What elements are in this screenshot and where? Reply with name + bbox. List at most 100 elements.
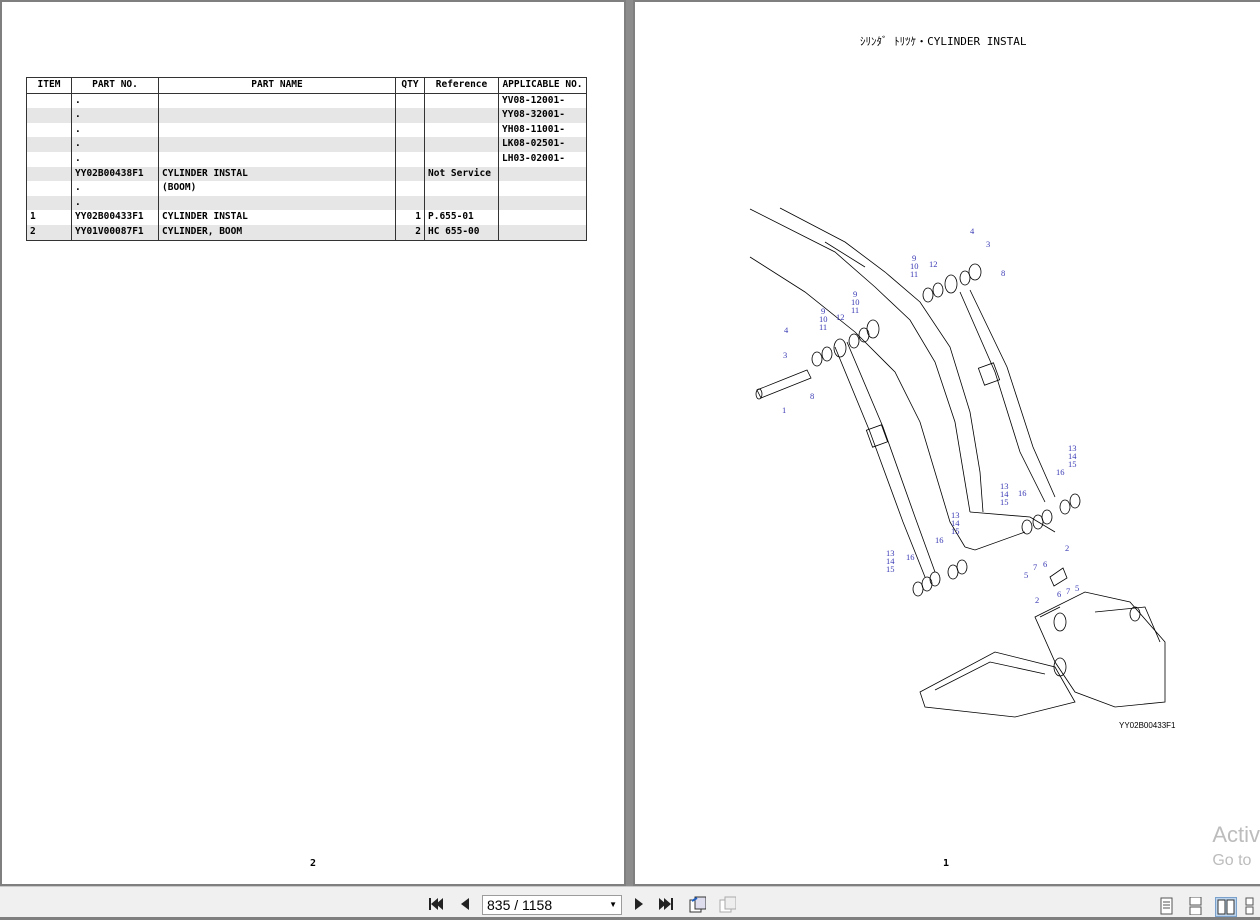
cell-applicable xyxy=(498,181,587,196)
cell-part-name: CYLINDER, BOOM xyxy=(158,224,396,241)
callout-11b: 11 xyxy=(851,305,859,315)
callout-13c: 13 xyxy=(1000,481,1009,491)
callout-14d: 14 xyxy=(1068,451,1077,461)
facing-view-icon[interactable] xyxy=(1215,897,1237,917)
callout-13: 13 xyxy=(886,548,895,558)
table-row: .YV08-12001- xyxy=(26,93,587,109)
callout-1: 1 xyxy=(782,405,786,415)
cell-item xyxy=(26,195,72,211)
table-row: .YY08-32001- xyxy=(26,108,587,123)
watermark-line-2: Go to xyxy=(1212,852,1252,869)
cell-item xyxy=(26,181,72,196)
callout-6b: 6 xyxy=(1057,589,1061,599)
table-row: .LH03-02001- xyxy=(26,151,587,167)
callout-12: 12 xyxy=(836,312,845,322)
table-row: .LK08-02501- xyxy=(26,137,587,152)
cell-part-no: YY02B00438F1 xyxy=(71,166,159,182)
right-page: ｼﾘﾝﾀﾞ ﾄﾘﾂｹ・CYLINDER INSTAL xyxy=(635,2,1260,884)
callout-15c: 15 xyxy=(1000,497,1009,507)
callout-9c: 9 xyxy=(912,253,916,263)
callout-16c: 16 xyxy=(1018,488,1027,498)
cell-qty xyxy=(395,151,425,167)
cell-applicable xyxy=(498,166,587,182)
cell-item xyxy=(26,108,72,123)
callout-13b: 13 xyxy=(951,510,960,520)
callout-16d: 16 xyxy=(1056,467,1065,477)
boom-drawing xyxy=(749,207,1166,718)
cell-part-name xyxy=(158,108,396,123)
watermark-line-1: Activ xyxy=(1212,822,1260,847)
callout-5: 5 xyxy=(1024,570,1028,580)
next-page-icon[interactable] xyxy=(630,895,648,913)
callout-10c: 10 xyxy=(910,261,919,271)
table-row: . xyxy=(26,195,587,211)
cell-qty: 1 xyxy=(395,210,425,225)
cell-qty xyxy=(395,166,425,182)
col-header-part-name: PART NAME xyxy=(158,77,396,94)
cell-applicable xyxy=(498,224,587,241)
col-header-part-no: PART NO. xyxy=(71,77,159,94)
cell-qty xyxy=(395,137,425,152)
cell-part-name xyxy=(158,151,396,167)
callout-2b: 2 xyxy=(1035,595,1039,605)
callout-14: 14 xyxy=(886,556,895,566)
page-title: ｼﾘﾝﾀﾞ ﾄﾘﾂｹ・CYLINDER INSTAL xyxy=(860,35,1027,48)
cell-applicable xyxy=(498,210,587,225)
callout-11: 11 xyxy=(819,322,827,332)
continuous-view-icon[interactable] xyxy=(1186,896,1208,917)
cell-part-name: CYLINDER INSTAL xyxy=(158,210,396,225)
callout-9: 9 xyxy=(821,306,825,316)
callout-15: 15 xyxy=(886,564,895,574)
chevron-down-icon[interactable]: ▼ xyxy=(609,900,617,909)
cell-item: 2 xyxy=(26,224,72,241)
cell-part-no: . xyxy=(71,151,159,167)
callout-labels: 1 2 2 3 3 4 4 5 5 6 6 7 7 8 8 9 10 11 9 … xyxy=(782,226,1079,605)
page-number-field[interactable]: 835 / 1158 ▼ xyxy=(482,895,622,915)
callout-2: 2 xyxy=(1065,543,1069,553)
left-page-number: 2 xyxy=(310,858,317,869)
next-view-icon[interactable] xyxy=(718,895,736,913)
previous-view-icon[interactable] xyxy=(688,895,706,913)
continuous-facing-view-icon[interactable] xyxy=(1244,897,1260,917)
cell-applicable: YY08-32001- xyxy=(498,108,587,123)
cell-part-no: . xyxy=(71,122,159,138)
drawing-number: YY02B00433F1 xyxy=(1119,721,1176,730)
callout-3: 3 xyxy=(783,350,787,360)
cell-part-no: YY01V00087F1 xyxy=(71,224,159,241)
cell-reference xyxy=(424,181,499,196)
cell-part-no: . xyxy=(71,181,159,196)
callout-14c: 14 xyxy=(1000,489,1009,499)
callout-5b: 5 xyxy=(1075,583,1079,593)
col-header-qty: QTY xyxy=(395,77,425,94)
table-row: .(BOOM) xyxy=(26,181,587,196)
callout-10b: 10 xyxy=(851,297,860,307)
cell-qty xyxy=(395,122,425,138)
cell-qty xyxy=(395,93,425,109)
cell-reference: P.655-01 xyxy=(424,210,499,225)
callout-4b: 4 xyxy=(970,226,975,236)
exploded-parts-diagram: 1 2 2 3 3 4 4 5 5 6 6 7 7 8 8 9 10 11 9 … xyxy=(749,207,1166,718)
cell-item xyxy=(26,137,72,152)
left-page: ITEM PART NO. PART NAME QTY Reference AP… xyxy=(2,2,624,884)
cell-reference xyxy=(424,195,499,211)
callout-10: 10 xyxy=(819,314,828,324)
callout-9b: 9 xyxy=(853,289,857,299)
cell-part-name: (BOOM) xyxy=(158,181,396,196)
table-row: .YH08-11001- xyxy=(26,122,587,138)
single-page-view-icon[interactable] xyxy=(1157,897,1179,917)
parts-table-body: .YV08-12001- .YY08-32001- .YH08-11001- .… xyxy=(26,93,587,241)
cell-reference xyxy=(424,93,499,109)
cell-part-no: YY02B00433F1 xyxy=(71,210,159,225)
cell-part-name xyxy=(158,195,396,211)
windows-activation-watermark: Activ Go to xyxy=(1212,822,1260,870)
first-page-icon[interactable] xyxy=(427,895,445,913)
col-header-reference: Reference xyxy=(424,77,499,94)
cell-reference xyxy=(424,151,499,167)
last-page-icon[interactable] xyxy=(657,895,675,913)
cell-part-name xyxy=(158,137,396,152)
previous-page-icon[interactable] xyxy=(456,895,474,913)
right-page-number: 1 xyxy=(943,858,950,869)
